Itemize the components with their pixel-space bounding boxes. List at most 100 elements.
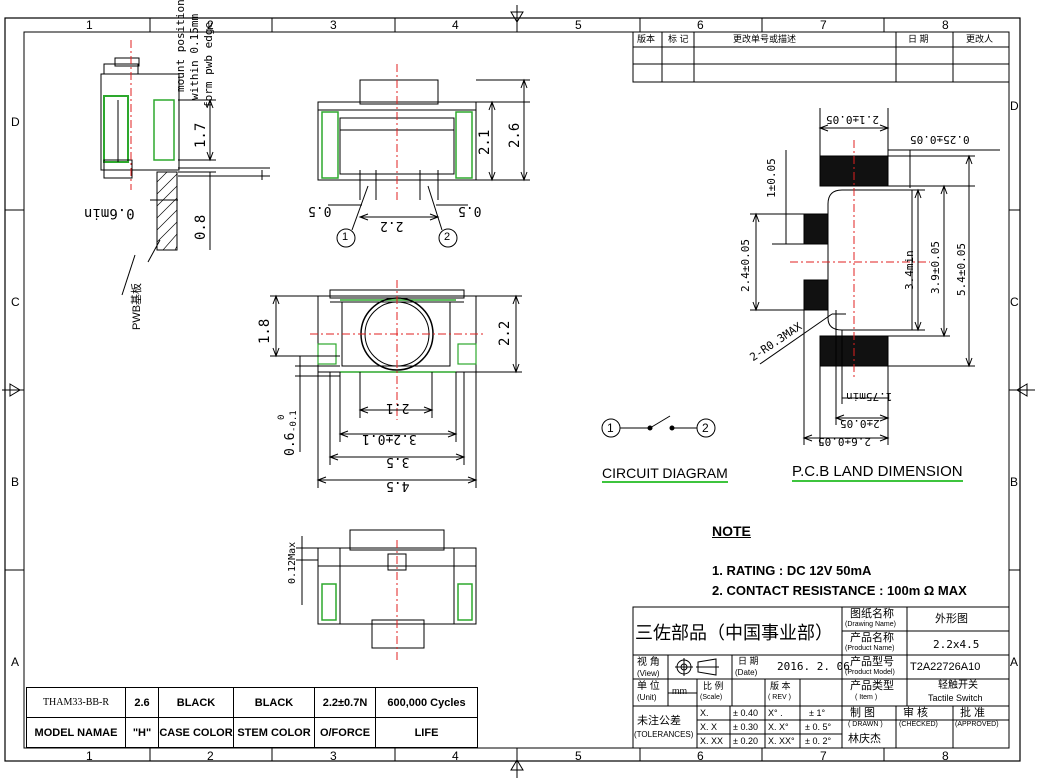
rev-header-date: 日 期 [908, 34, 929, 44]
front-dim-2-2: 2.2 [380, 218, 404, 233]
side-dim-0-6min: 0.6min [84, 205, 135, 221]
view-label-en: (View) [637, 669, 660, 678]
checked-label: 审 核 [903, 707, 929, 719]
tol-row-3-linear: X. XX [700, 736, 724, 746]
item-value-en: Tactile Switch [928, 693, 983, 703]
pcb-dim-2: 2±0.05 [840, 417, 880, 430]
zone-row-c-left: C [11, 295, 20, 309]
top-dim-1-8: 1.8 [257, 318, 273, 344]
case-color-value: BLACK [158, 687, 234, 718]
rev-label: 版 本 [770, 681, 791, 691]
product-name-label: 产品名称 [850, 632, 894, 644]
zone-row-d-left: D [11, 115, 20, 129]
rev-header-mark: 标 记 [668, 34, 689, 44]
drawn-label: 制 图 [850, 707, 876, 719]
front-dim-0-5-left: 0.5 [308, 203, 332, 218]
tol-row-2-angle: X. X° [768, 722, 789, 732]
company-name: 三佐部品（中国事业部） [635, 623, 833, 643]
tol-row-1-linear-value: ± 0.40 [733, 708, 758, 718]
stem-color-value: BLACK [233, 687, 315, 718]
note-title: NOTE [712, 523, 751, 539]
pwb-label: PWB基板 [131, 282, 143, 330]
zone-col-1-top: 1 [86, 18, 93, 32]
drawing-name-label: 图纸名称 [850, 608, 894, 620]
zone-row-a-right: A [1010, 655, 1019, 669]
top-dim-0-6: 0.6 [283, 432, 298, 456]
tol-row-1-angle: X° . [768, 708, 783, 718]
product-model-value: T2A22726A10 [910, 661, 981, 673]
pcb-dim-3-9: 3.9±0.05 [929, 241, 942, 294]
pcb-dim-1-75min: 1.75min [846, 390, 893, 403]
life-value: 600,000 Cycles [375, 687, 478, 718]
pcb-dim-5-4: 5.4±0.05 [955, 243, 968, 296]
zone-row-b-right: B [1010, 475, 1019, 489]
product-model-label-en: (Product Model) [845, 669, 895, 676]
drawing-name-value: 外形图 [935, 613, 968, 625]
mount-note-line-2: within 0.15mm [188, 13, 201, 100]
bottom-dim-0-12max: 0.12Max [287, 541, 298, 584]
tol-row-2-angle-value: ± 0. 5° [805, 722, 832, 732]
zone-col-7-bottom: 7 [820, 749, 827, 763]
side-dim-0-8: 0.8 [193, 214, 209, 240]
pcb-dim-2-1: 2.1±0.05 [826, 113, 879, 126]
item-value-cn: 轻触开关 [938, 680, 978, 691]
model-header: MODEL NAMAE [26, 717, 126, 748]
pcb-dim-1: 1±0.05 [765, 158, 778, 198]
pcb-land-view [750, 108, 1000, 445]
top-dim-2-2: 2.2 [497, 320, 513, 346]
tol-row-3-angle-value: ± 0. 2° [805, 736, 832, 746]
tolerance-label: 未注公差 [637, 715, 681, 727]
tol-row-3-angle: X. XX° [768, 736, 795, 746]
front-view [317, 64, 530, 248]
top-dim-4-5: 4.5 [386, 478, 410, 493]
zone-row-d-right: D [1010, 99, 1019, 113]
drawn-label-en: ( DRAWN ) [848, 721, 883, 728]
rev-header-desc: 更改单号或描述 [733, 34, 797, 44]
force-header: O/FORCE [314, 717, 376, 748]
circuit-diagram [601, 415, 716, 438]
zone-col-2-top: 2 [207, 18, 214, 32]
tolerance-label-en: (TOLERANCES) [634, 730, 694, 739]
rev-header-version: 版本 [637, 34, 656, 44]
product-name-value: 2.2x4.5 [933, 638, 980, 651]
tol-row-2-linear: X. X [700, 722, 718, 732]
zone-row-c-right: C [1010, 295, 1019, 309]
top-dim-3-2: 3.2±0.1 [362, 431, 417, 446]
case-color-header: CASE COLOR [158, 717, 234, 748]
zone-col-2-bottom: 2 [207, 749, 214, 763]
tol-row-3-linear-value: ± 0.20 [733, 736, 758, 746]
drawn-by-value: 林庆杰 [848, 733, 881, 745]
drawing-name-label-en: (Drawing Name) [845, 621, 896, 628]
unit-value: mm [672, 686, 687, 696]
zone-col-7-top: 7 [820, 18, 827, 32]
zone-col-4-top: 4 [452, 18, 459, 32]
model-table: THAM33-BB-R 2.6 BLACK BLACK 2.2±0.7N 600… [26, 687, 478, 748]
zone-col-1-bottom: 1 [86, 749, 93, 763]
top-dim-2-1: 2.1 [386, 400, 410, 415]
item-label-en: ( Item ) [855, 694, 878, 701]
tol-row-1-angle-value: ± 1° [809, 708, 826, 718]
approved-label-en: (APPROVED) [955, 721, 999, 728]
revision-table [632, 31, 1010, 83]
pcb-dim-2-4: 2.4±0.05 [739, 239, 752, 292]
front-terminal-2: 2 [444, 231, 451, 243]
scale-label: 比 例 [703, 681, 724, 691]
view-label: 视 角 [637, 657, 660, 668]
checked-label-en: (CHECKED) [899, 721, 938, 728]
h-value: 2.6 [125, 687, 159, 718]
product-name-label-en: (Product Name) [845, 645, 895, 652]
top-dim-0-6-minus: -0.1 [289, 410, 299, 432]
unit-label-en: (Unit) [637, 693, 657, 702]
product-model-label: 产品型号 [850, 656, 894, 668]
circuit-terminal-2: 2 [702, 421, 709, 435]
title-block-grid [632, 606, 1010, 749]
mount-note-line-1: mount position [174, 0, 187, 92]
date-value: 2016. 2. 06 [777, 660, 850, 673]
zone-col-6-top: 6 [697, 18, 704, 32]
item-label: 产品类型 [850, 680, 894, 692]
stem-color-header: STEM COLOR [233, 717, 315, 748]
note-rating: 1. RATING : DC 12V 50mA [712, 563, 872, 578]
side-view [100, 40, 270, 296]
h-header: "H" [125, 717, 159, 748]
